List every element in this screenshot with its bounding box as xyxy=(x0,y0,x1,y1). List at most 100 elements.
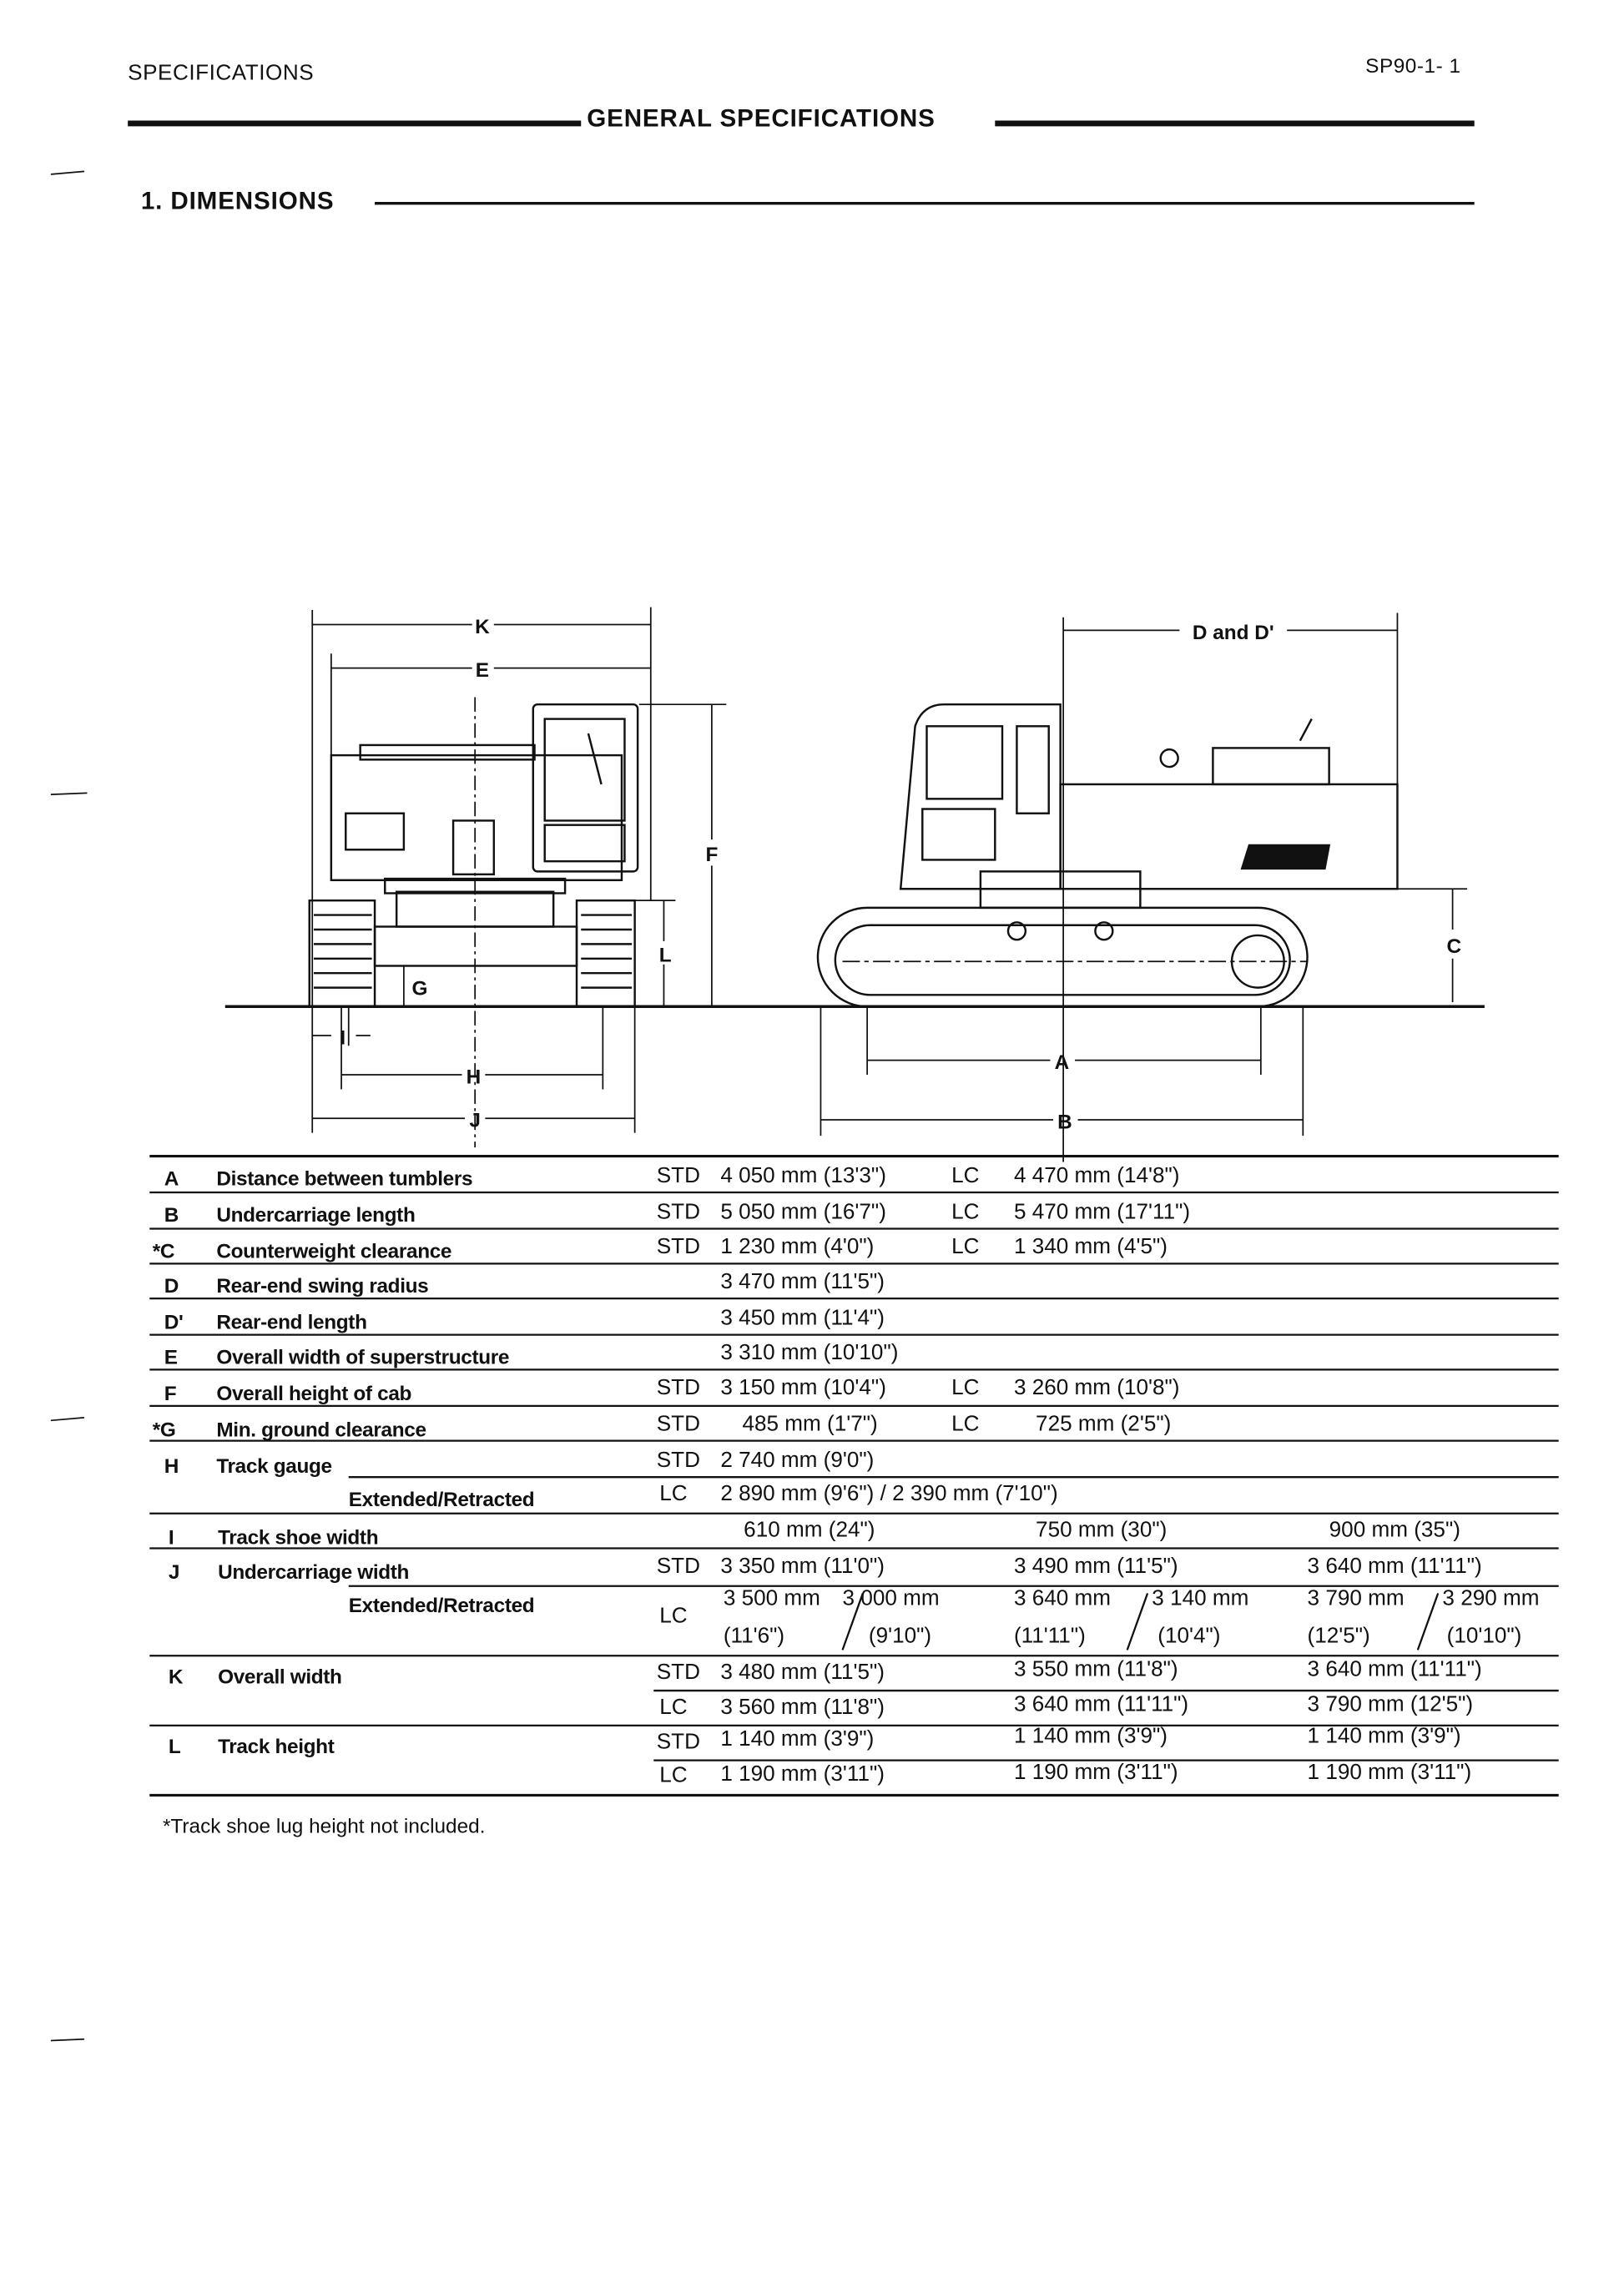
std-value: 3 480 mm (11'5") xyxy=(720,1660,885,1686)
std-value: 3 490 mm (11'5") xyxy=(1013,1554,1178,1580)
page-number: SP90-1- 1 xyxy=(1365,53,1461,78)
row-key: D xyxy=(164,1273,179,1298)
lc-retracted-ft: (9'10") xyxy=(868,1623,932,1649)
row-key: L xyxy=(168,1734,181,1758)
lc-tag: LC xyxy=(659,1695,688,1720)
footnote: *Track shoe lug height not included. xyxy=(162,1814,486,1837)
std-value: 1 140 mm (3'9") xyxy=(720,1726,875,1752)
std-value: 3 640 mm (11'11") xyxy=(1307,1554,1482,1580)
lc-tag: LC xyxy=(951,1163,980,1188)
table-rules xyxy=(149,1154,1559,1797)
value: 3 470 mm (11'5") xyxy=(720,1269,885,1294)
lc-value: 3 560 mm (11'8") xyxy=(720,1695,885,1720)
row-label: Rear-end length xyxy=(216,1310,367,1333)
std-value: 4 050 mm (13'3") xyxy=(720,1163,886,1188)
std-value: 3 640 mm (11'11") xyxy=(1307,1657,1482,1682)
lc-retracted: 3 000 mm xyxy=(842,1585,940,1611)
lc-retracted-ft: (10'4") xyxy=(1157,1623,1221,1649)
std-tag: STD xyxy=(656,1163,700,1188)
dim-label-d: D and D' xyxy=(1193,622,1274,644)
lc-tag: LC xyxy=(659,1763,688,1788)
lc-value: 2 890 mm (9'6") / 2 390 mm (7'10") xyxy=(720,1481,1058,1507)
row-key: B xyxy=(164,1202,179,1227)
shoe-width-value: 750 mm (30") xyxy=(1036,1517,1168,1543)
row-key: *C xyxy=(152,1238,175,1262)
dim-label-l: L xyxy=(659,944,672,966)
section-header: SPECIFICATIONS xyxy=(128,61,315,86)
extended-retracted-label: Extended/Retracted xyxy=(348,1487,535,1511)
std-value: 5 050 mm (16'7") xyxy=(720,1199,886,1225)
row-key: K xyxy=(168,1664,184,1688)
subsection-title: 1. DIMENSIONS xyxy=(140,187,335,215)
lc-value: 1 190 mm (3'11") xyxy=(1307,1760,1472,1786)
std-tag: STD xyxy=(656,1730,700,1755)
lc-retracted-ft: (10'10") xyxy=(1446,1623,1522,1649)
lc-tag: LC xyxy=(659,1603,688,1629)
row-label: Undercarriage length xyxy=(216,1202,416,1227)
std-value: 1 140 mm (3'9") xyxy=(1307,1724,1461,1749)
lc-value: 3 790 mm (12'5") xyxy=(1307,1691,1474,1717)
lc-value: 725 mm (2'5") xyxy=(1036,1411,1172,1437)
row-key: E xyxy=(164,1344,178,1368)
lc-extended-ft: (12'5") xyxy=(1307,1623,1370,1649)
row-label: Overall width of superstructure xyxy=(216,1344,510,1368)
row-label: Min. ground clearance xyxy=(216,1417,426,1441)
std-tag: STD xyxy=(656,1234,700,1260)
shoe-width-value: 610 mm (24") xyxy=(744,1517,875,1543)
lc-retracted: 3 290 mm xyxy=(1442,1585,1540,1611)
lc-tag: LC xyxy=(951,1199,980,1225)
dim-label-f: F xyxy=(705,844,718,866)
row-label: Rear-end swing radius xyxy=(216,1273,429,1298)
std-value: 3 350 mm (11'0") xyxy=(720,1554,885,1580)
std-value: 1 230 mm (4'0") xyxy=(720,1234,875,1260)
lc-extended: 3 790 mm xyxy=(1307,1585,1405,1611)
value: 3 450 mm (11'4") xyxy=(720,1305,885,1331)
lc-extended-ft: (11'11") xyxy=(1013,1623,1086,1649)
dim-label-k: K xyxy=(475,616,490,638)
dim-label-e: E xyxy=(476,659,489,682)
std-value: 2 740 mm (9'0") xyxy=(720,1448,875,1473)
lc-extended: 3 640 mm xyxy=(1013,1585,1112,1611)
row-label: Distance between tumblers xyxy=(216,1166,473,1190)
lc-value: 1 190 mm (3'11") xyxy=(1013,1760,1178,1786)
std-tag: STD xyxy=(656,1199,700,1225)
std-tag: STD xyxy=(656,1411,700,1437)
side-view-dimension-lines xyxy=(820,612,1468,1162)
row-label: Overall width xyxy=(218,1664,342,1688)
extended-retracted-label: Extended/Retracted xyxy=(348,1593,535,1617)
std-value: 3 150 mm (10'4") xyxy=(720,1375,886,1400)
lc-value: 3 640 mm (11'11") xyxy=(1013,1691,1189,1717)
dim-label-h: H xyxy=(467,1066,482,1088)
dim-label-g: G xyxy=(412,977,428,1000)
row-key: H xyxy=(164,1454,179,1478)
lc-tag: LC xyxy=(659,1481,688,1507)
std-tag: STD xyxy=(656,1554,700,1580)
std-tag: STD xyxy=(656,1660,700,1686)
shoe-width-value: 900 mm (35") xyxy=(1329,1517,1460,1543)
lc-value: 4 470 mm (14'8") xyxy=(1013,1163,1180,1188)
lc-value: 3 260 mm (10'8") xyxy=(1013,1375,1180,1400)
dim-label-a: A xyxy=(1055,1051,1070,1074)
lc-extended-ft: (11'6") xyxy=(723,1623,785,1649)
row-key: D' xyxy=(164,1310,184,1333)
lc-value: 1 340 mm (4'5") xyxy=(1013,1234,1168,1260)
row-label: Track height xyxy=(218,1734,335,1758)
row-label: Track shoe width xyxy=(218,1525,379,1549)
row-label: Track gauge xyxy=(216,1454,332,1478)
lc-tag: LC xyxy=(951,1375,980,1400)
std-value: 3 550 mm (11'8") xyxy=(1013,1657,1178,1682)
std-value: 485 mm (1'7") xyxy=(742,1411,878,1437)
row-key: *G xyxy=(152,1417,176,1441)
row-key: I xyxy=(168,1525,174,1549)
std-tag: STD xyxy=(656,1375,700,1400)
diagram-labels: K E F L G I H J D and D' C A B xyxy=(340,616,1461,1134)
value: 3 310 mm (10'10") xyxy=(720,1340,899,1366)
dim-label-c: C xyxy=(1447,935,1462,958)
lc-value: 5 470 mm (17'11") xyxy=(1013,1199,1191,1225)
row-label: Undercarriage width xyxy=(218,1560,410,1584)
page-title: GENERAL SPECIFICATIONS xyxy=(587,104,936,133)
dim-label-j: J xyxy=(469,1110,481,1132)
lc-extended: 3 500 mm xyxy=(723,1585,820,1611)
row-label: Overall height of cab xyxy=(216,1381,412,1405)
std-tag: STD xyxy=(656,1448,700,1473)
